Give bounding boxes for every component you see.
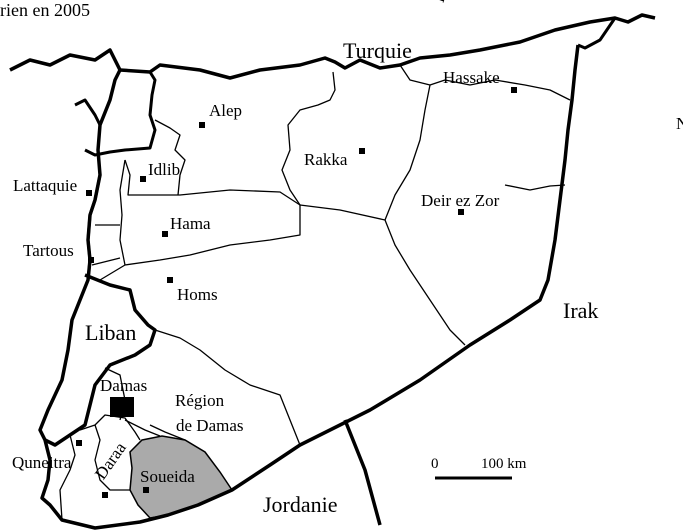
turkey-border-left-coast bbox=[74, 98, 102, 126]
border-rakka-deir bbox=[384, 84, 431, 221]
border-rakka-hassake bbox=[399, 64, 571, 101]
border-hassake-deir bbox=[504, 184, 566, 191]
border-daraa-soueida bbox=[94, 424, 130, 491]
border-idlib-hama bbox=[124, 159, 301, 206]
turkey-border-west bbox=[9, 48, 122, 72]
border-deir-homs bbox=[299, 204, 466, 346]
city-marker-rakka bbox=[359, 148, 365, 154]
border-damas-region-south bbox=[124, 419, 161, 437]
border-alep-rakka bbox=[281, 71, 336, 206]
border-damas-soueida bbox=[149, 424, 186, 441]
border-tartous-hama bbox=[91, 224, 121, 266]
region-label-hassake: Hassake bbox=[443, 68, 500, 87]
city-marker-tartous bbox=[88, 257, 94, 263]
region-label-hama: Hama bbox=[170, 214, 211, 233]
region-label-quneitra: Quneitra bbox=[12, 453, 72, 472]
border-alep-idlib bbox=[154, 119, 186, 196]
region-label-deir-ez-zor: Deir ez Zor bbox=[421, 191, 500, 210]
city-marker-deir-ez-zor bbox=[458, 209, 464, 215]
region-label-alep: Alep bbox=[209, 101, 243, 120]
country-label-liban: Liban bbox=[85, 320, 137, 345]
iraq-border-north bbox=[577, 17, 617, 50]
border-homs-damas bbox=[154, 329, 301, 446]
region-label-tartous: Tartous bbox=[23, 241, 74, 260]
region-label-rakka: Rakka bbox=[304, 150, 348, 169]
city-marker-quneitra bbox=[76, 440, 82, 446]
region-label-soueida: Soueida bbox=[140, 467, 195, 486]
map-title-fragment: rien en 2005 bbox=[0, 0, 90, 20]
border-hama-homs bbox=[99, 205, 301, 281]
lebanon-border bbox=[44, 273, 157, 447]
country-label-turquie: Turquie bbox=[343, 38, 412, 63]
region-label-lattaquie: Lattaquie bbox=[13, 176, 78, 195]
scale-label-distance: 100 km bbox=[481, 456, 527, 472]
coast-north bbox=[84, 71, 157, 157]
city-marker-soueida bbox=[143, 487, 149, 493]
city-marker-damas bbox=[110, 397, 134, 417]
right-fragment: N bbox=[676, 114, 683, 133]
scale-label-zero: 0 bbox=[431, 456, 439, 472]
country-label-irak: Irak bbox=[563, 298, 599, 323]
city-marker-daraa bbox=[102, 492, 108, 498]
border-quneitra-daraa bbox=[79, 414, 141, 441]
region-label-region-de-damas-line1: Région bbox=[175, 391, 225, 410]
region-label-homs: Homs bbox=[177, 285, 218, 304]
city-marker-hassake bbox=[511, 87, 517, 93]
city-marker-hama bbox=[162, 231, 168, 237]
region-label-idlib: Idlib bbox=[148, 160, 181, 179]
border-hama-west bbox=[119, 159, 126, 266]
city-marker-lattaquie bbox=[86, 190, 92, 196]
lebanon-coast bbox=[86, 174, 102, 281]
city-marker-homs bbox=[167, 277, 173, 283]
region-label-damas: Damas bbox=[100, 376, 148, 395]
region-label-region-de-damas-line2: de Damas bbox=[176, 416, 244, 435]
jordan-border-spur bbox=[343, 419, 382, 526]
border-quneitra-west bbox=[59, 434, 76, 521]
country-label-jordanie: Jordanie bbox=[263, 492, 338, 517]
city-marker-idlib bbox=[140, 176, 146, 182]
city-marker-alep bbox=[199, 122, 205, 128]
